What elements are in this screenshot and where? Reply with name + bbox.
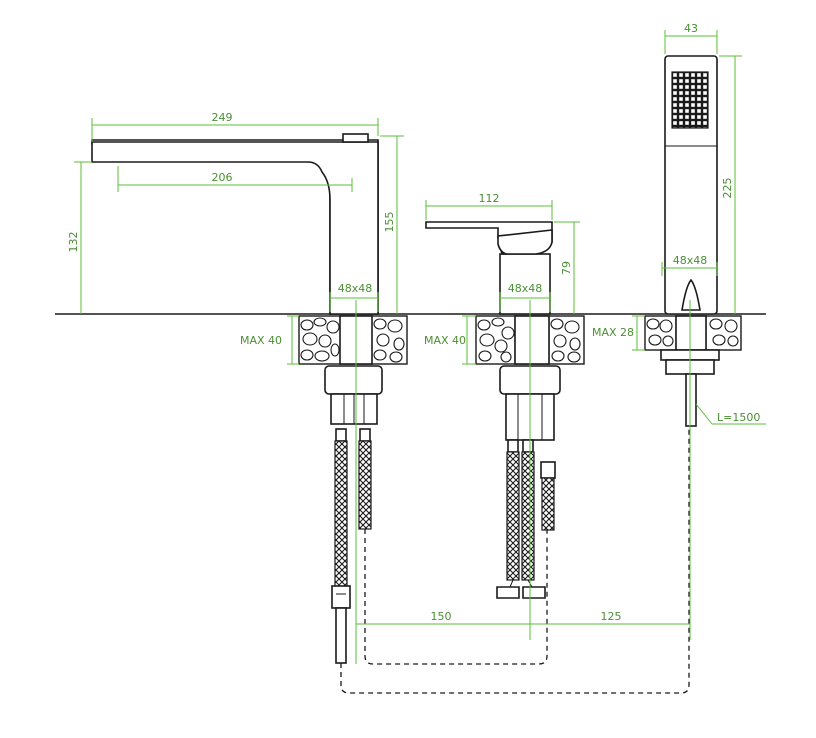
dimension-spout-total-height: 155 [380,135,404,314]
dim-label-hose-length: L=1500 [717,411,760,424]
hand-shower [660,55,720,427]
dim-label-shower-48x48: 48x48 [673,254,708,267]
dimension-max-deck-mixer: MAX 40 [424,315,476,365]
supply-pipe-dashed-outer [340,426,690,694]
dim-label-79: 79 [560,261,573,275]
dimension-mixer-base: 48x48 [499,282,551,312]
dimension-hose-length: L=1500 [695,403,766,425]
dim-label-max-40-spout: MAX 40 [240,334,282,347]
dim-label-150: 150 [431,610,452,623]
dimension-max-deck-shower: MAX 28 [592,315,645,351]
dim-label-249: 249 [212,111,233,124]
dim-label-132: 132 [67,232,80,253]
dimension-spout-height: 132 [67,161,92,314]
dim-label-43: 43 [684,22,698,35]
supply-pipe-dashed-inner [364,529,548,665]
dim-label-max-40-mixer: MAX 40 [424,334,466,347]
dimension-shower-width: 43 [664,22,718,54]
dimension-spout-length: 249 [91,111,379,142]
dim-label-155: 155 [383,212,396,233]
dimension-spout-base: 48x48 [329,282,379,312]
dimension-lever-length: 112 [425,192,553,220]
dim-label-225: 225 [721,178,734,199]
dimension-spout-reach: 206 [117,166,353,192]
dimension-mixer-height: 79 [554,221,580,314]
bath-spout [91,133,383,664]
dim-label-mixer-48x48: 48x48 [508,282,543,295]
dimension-shower-height: 225 [719,55,742,314]
dim-label-max-28: MAX 28 [592,326,634,339]
dimension-shower-base: 48x48 [661,254,718,276]
dim-label-spout-48x48: 48x48 [338,282,373,295]
dimension-spacing-mixer-shower: 125 [530,610,690,625]
dim-label-112: 112 [479,192,500,205]
dimension-spacing-spout-mixer: 150 [356,610,530,625]
dim-label-206: 206 [212,171,233,184]
mixer-valve [425,221,561,599]
dim-label-125: 125 [601,610,622,623]
dimension-max-deck-spout: MAX 40 [240,315,299,365]
